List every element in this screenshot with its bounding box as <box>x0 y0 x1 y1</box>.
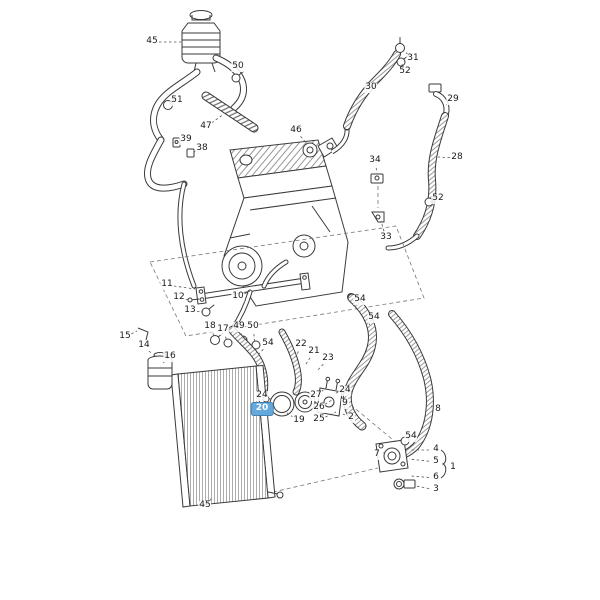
callout-29[interactable]: 29 <box>446 94 460 105</box>
leader-line-34 <box>375 167 378 174</box>
leader-line-17 <box>225 336 228 342</box>
callout-54[interactable]: 54 <box>367 312 381 323</box>
corrugated-pipe <box>201 91 259 133</box>
leader-line-3 <box>415 485 430 490</box>
callout-10[interactable]: 10 <box>231 291 245 302</box>
leader-line-54 <box>368 323 371 326</box>
callout-31[interactable]: 31 <box>406 53 420 64</box>
leader-line-54 <box>258 348 264 355</box>
callout-51[interactable]: 51 <box>170 95 184 106</box>
leader-line-2 <box>342 413 345 416</box>
callout-7[interactable]: 7 <box>373 449 381 460</box>
callout-21[interactable]: 21 <box>307 346 321 357</box>
mounting-brackets <box>370 173 385 223</box>
expansion-tank-hoses <box>144 54 247 289</box>
callout-24[interactable]: 24 <box>255 390 269 401</box>
leader-line-23 <box>317 363 324 371</box>
callout-4[interactable]: 4 <box>432 444 440 455</box>
leader-line-14 <box>148 350 153 355</box>
callout-13[interactable]: 13 <box>183 305 197 316</box>
leader-line-31 <box>403 50 409 55</box>
leader-line-15 <box>131 330 138 335</box>
engine-block <box>221 137 349 307</box>
leader-line-22 <box>295 351 299 358</box>
leader-line-45 <box>209 497 213 501</box>
callout-9[interactable]: 9 <box>341 398 349 409</box>
callout-17[interactable]: 17 <box>216 324 230 335</box>
leader-line-46 <box>300 136 308 145</box>
callout-11[interactable]: 11 <box>160 279 174 290</box>
callout-47[interactable]: 47 <box>199 121 213 132</box>
leader-line-24 <box>268 398 274 401</box>
callout-45[interactable]: 45 <box>198 500 212 511</box>
callout-54[interactable]: 54 <box>353 294 367 305</box>
callout-38[interactable]: 38 <box>195 143 209 154</box>
callout-8[interactable]: 8 <box>434 404 442 415</box>
leader-line-19 <box>286 412 294 418</box>
leader-line-47 <box>211 113 225 124</box>
detail-region-outline <box>149 186 425 493</box>
leader-line-8 <box>430 405 433 407</box>
leader-line-25 <box>325 411 337 418</box>
leader-line-27 <box>321 386 328 392</box>
callout-12[interactable]: 12 <box>172 292 186 303</box>
callout-33[interactable]: 33 <box>379 232 393 243</box>
thermostat-cluster <box>269 376 343 417</box>
callout-19[interactable]: 19 <box>292 415 306 426</box>
callout-22[interactable]: 22 <box>294 339 308 350</box>
callout-20[interactable]: 20 <box>250 402 274 416</box>
expansion-tank <box>181 10 221 73</box>
callout-49[interactable]: 49 <box>232 321 246 332</box>
leader-line-26 <box>324 399 333 405</box>
callout-16[interactable]: 16 <box>163 351 177 362</box>
callout-45[interactable]: 45 <box>145 36 159 47</box>
callout-3[interactable]: 3 <box>432 484 440 495</box>
right-side-hoses <box>385 83 450 251</box>
leader-line-50 <box>253 333 256 345</box>
callout-27[interactable]: 27 <box>309 390 323 401</box>
callout-46[interactable]: 46 <box>289 125 303 136</box>
leader-line-49 <box>240 333 244 340</box>
callout-5[interactable]: 5 <box>432 456 440 467</box>
leader-line-12 <box>185 298 191 301</box>
callout-30[interactable]: 30 <box>364 82 378 93</box>
callout-52[interactable]: 52 <box>398 66 412 77</box>
leader-line-11 <box>173 285 196 290</box>
callout-54[interactable]: 54 <box>404 431 418 442</box>
callout-39[interactable]: 39 <box>179 134 193 145</box>
leader-line-33 <box>380 220 385 232</box>
leader-line-52 <box>401 63 403 66</box>
callout-6[interactable]: 6 <box>432 472 440 483</box>
callout-50[interactable]: 50 <box>231 61 245 72</box>
callout-2[interactable]: 2 <box>347 412 355 423</box>
leader-line-18 <box>212 333 216 339</box>
callout-23[interactable]: 23 <box>321 353 335 364</box>
leader-line-6 <box>410 475 430 478</box>
callout-28[interactable]: 28 <box>450 152 464 163</box>
leader-line-10 <box>244 290 251 295</box>
callout-52[interactable]: 52 <box>431 193 445 204</box>
coolant-flange-cluster <box>375 433 447 490</box>
leader-line-21 <box>305 357 311 365</box>
callout-1[interactable]: 1 <box>449 462 457 473</box>
leader-line-38 <box>193 151 196 153</box>
callout-50[interactable]: 50 <box>246 321 260 332</box>
radiator <box>170 364 284 508</box>
upper-left-clamps <box>163 70 245 158</box>
callout-14[interactable]: 14 <box>137 340 151 351</box>
upper-right-hose <box>343 37 410 130</box>
callout-26[interactable]: 26 <box>312 402 326 413</box>
callout-34[interactable]: 34 <box>368 155 382 166</box>
callout-54[interactable]: 54 <box>261 338 275 349</box>
callout-18[interactable]: 18 <box>203 321 217 332</box>
callout-25[interactable]: 25 <box>312 414 326 425</box>
leader-line-28 <box>437 156 451 159</box>
callout-15[interactable]: 15 <box>118 331 132 342</box>
leader-line-5 <box>408 458 430 462</box>
callout-24[interactable]: 24 <box>338 385 352 396</box>
